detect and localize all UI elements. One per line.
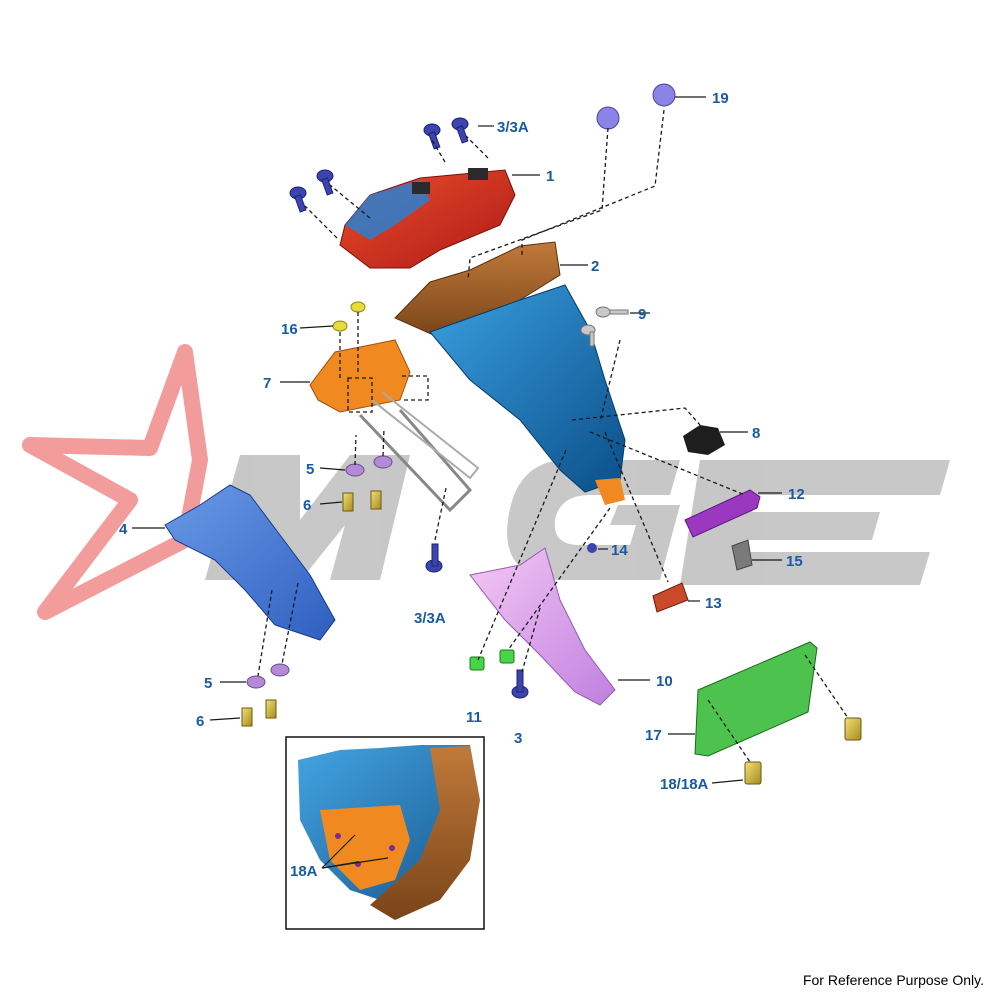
screw-part-3-low xyxy=(511,669,529,699)
bolts-part-18 xyxy=(744,717,862,785)
callout-18-18a: 18/18A xyxy=(660,776,709,793)
callout-17: 17 xyxy=(645,727,662,744)
callout-15: 15 xyxy=(786,553,803,570)
grommets-part-19 xyxy=(596,83,676,130)
callout-2: 2 xyxy=(591,258,599,275)
rubber-part-8 xyxy=(683,425,725,455)
callout-13: 13 xyxy=(705,595,722,612)
watermark-star-icon xyxy=(22,344,208,620)
mudguard-part-10 xyxy=(469,547,616,706)
reflector-part-13 xyxy=(652,582,689,613)
callout-7: 7 xyxy=(263,375,271,392)
washers-part-5-mid xyxy=(345,455,393,477)
plate-part-12 xyxy=(684,489,761,538)
callout-4: 4 xyxy=(119,521,128,538)
watermark-letter-g xyxy=(507,460,680,580)
callout-12: 12 xyxy=(788,486,805,503)
tail-light-part-1 xyxy=(339,168,516,269)
assembly-lines xyxy=(257,109,849,763)
clip-part-15 xyxy=(731,539,753,571)
callout-5-low: 5 xyxy=(204,675,212,692)
bracket-part-7 xyxy=(309,339,480,513)
screw-3-lower xyxy=(425,543,443,573)
license-plate-part-17 xyxy=(694,641,818,757)
nuts-part-11 xyxy=(469,649,515,671)
callout-18a-inset: 18A xyxy=(290,863,318,880)
bolts-part-6-low xyxy=(241,699,277,727)
callout-19: 19 xyxy=(712,90,729,107)
screws-3-upper xyxy=(289,117,469,213)
callout-3-3a-bottom: 3/3A xyxy=(414,610,446,627)
callout-10: 10 xyxy=(656,673,673,690)
screw-part-14 xyxy=(587,543,597,553)
callout-labels: 1 2 3/3A 3/3A 3 4 5 5 6 6 7 8 9 10 11 12… xyxy=(119,90,805,793)
reference-note: For Reference Purpose Only. xyxy=(802,972,984,988)
bolts-part-6-mid xyxy=(342,490,382,512)
callout-16: 16 xyxy=(281,321,298,338)
callout-3: 3 xyxy=(514,730,522,747)
inset-detail: 18A xyxy=(285,736,485,930)
callout-1: 1 xyxy=(546,168,554,185)
washers-part-5-low xyxy=(246,663,290,689)
callout-14: 14 xyxy=(611,542,628,559)
callout-5-mid: 5 xyxy=(306,461,314,478)
callout-8: 8 xyxy=(752,425,760,442)
callout-6-low: 6 xyxy=(196,713,204,730)
rear-fender-main xyxy=(429,284,626,505)
inner-fender-part-4 xyxy=(164,484,336,641)
leader-lines xyxy=(132,96,782,784)
screws-part-9 xyxy=(580,306,629,347)
callout-9: 9 xyxy=(638,306,646,323)
callout-3-3a-top: 3/3A xyxy=(497,119,529,136)
washers-part-16 xyxy=(332,301,366,332)
callout-6-mid: 6 xyxy=(303,497,311,514)
callout-11: 11 xyxy=(466,709,482,726)
